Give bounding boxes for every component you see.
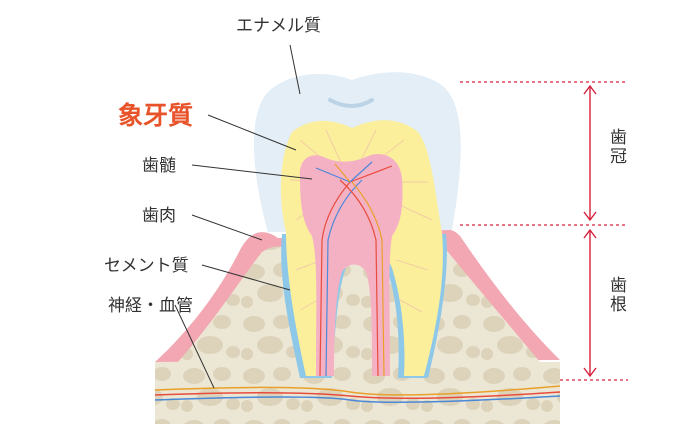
- label-pulp: 歯髄: [142, 156, 176, 176]
- measure-arrows: [583, 84, 597, 378]
- label-root: 歯根: [606, 276, 626, 314]
- leader-lines: [174, 44, 313, 389]
- label-cementum: セメント質: [104, 256, 189, 276]
- enamel-groove: [328, 98, 374, 108]
- label-dentin: 象牙質: [118, 101, 194, 130]
- reference-lines: [460, 81, 628, 381]
- label-enamel: エナメル質: [236, 16, 321, 36]
- label-crown: 歯冠: [606, 128, 626, 166]
- alveolar-bone: [178, 245, 540, 362]
- label-nerve-blood: 神経・血管: [108, 296, 193, 316]
- nerves-vessels: [315, 161, 393, 377]
- label-gum: 歯肉: [142, 206, 176, 226]
- base-vessels: [154, 385, 561, 403]
